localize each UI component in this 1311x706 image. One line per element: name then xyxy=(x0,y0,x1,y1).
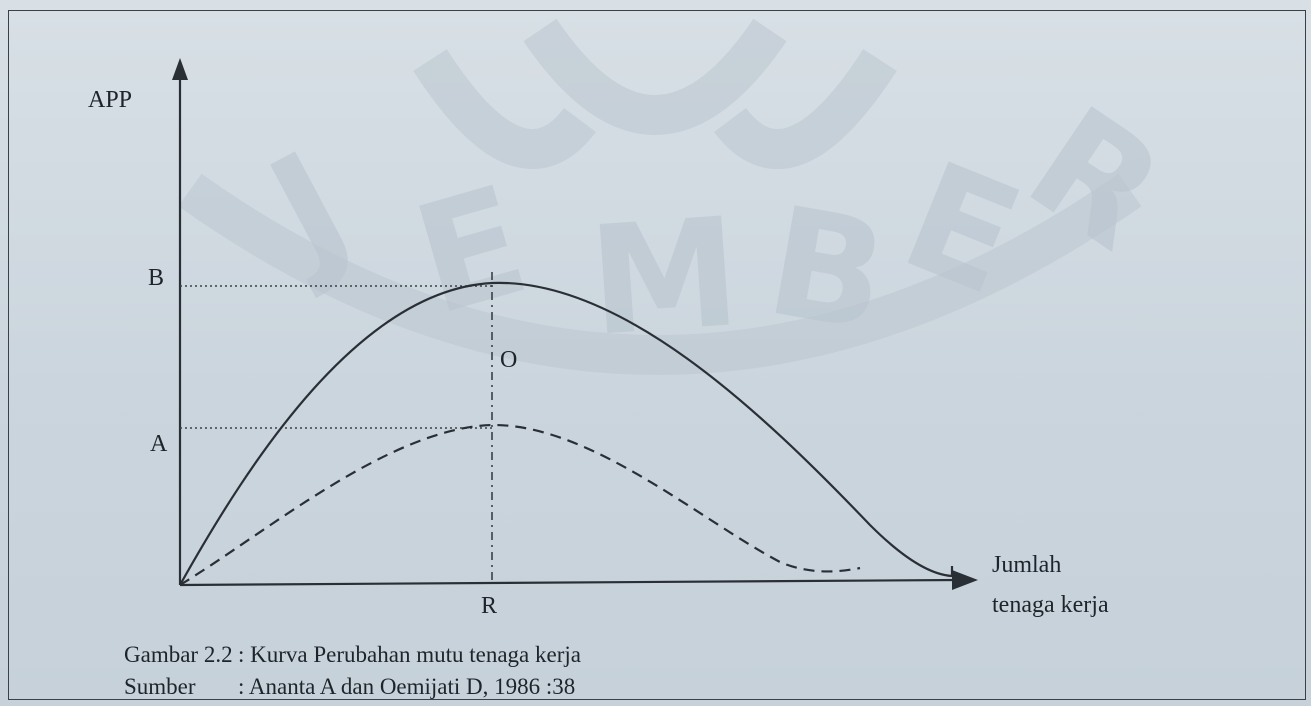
source-caption: Sumber : Ananta A dan Oemijati D, 1986 :3… xyxy=(124,675,575,698)
x-axis-label-line2: tenaga kerja xyxy=(992,592,1109,618)
figure-caption-text: : Kurva Perubahan mutu tenaga kerja xyxy=(238,642,581,667)
x-mark-r: R xyxy=(481,593,498,619)
figure-caption: Gambar 2.2: Kurva Perubahan mutu tenaga … xyxy=(124,643,581,666)
figure-frame xyxy=(8,10,1306,700)
point-o-label: O xyxy=(500,347,518,373)
y-axis-label: APP xyxy=(88,87,133,113)
watermark-letter-3: M xyxy=(584,186,745,370)
x-axis xyxy=(179,578,959,587)
y-mark-a: A xyxy=(150,431,168,457)
source-caption-text: : Ananta A dan Oemijati D, 1986 :38 xyxy=(238,674,576,699)
source-caption-key: Sumber xyxy=(124,674,196,699)
curve-upper xyxy=(179,281,954,586)
x-axis-label-line1: Jumlah xyxy=(992,552,1062,578)
figure-caption-key: Gambar 2.2 xyxy=(124,642,233,667)
curve-lower xyxy=(179,423,861,586)
x-axis-arrowhead-icon xyxy=(952,570,978,590)
y-axis-arrowhead-icon xyxy=(172,58,188,80)
watermark-logo-icon xyxy=(178,18,1142,375)
y-mark-b: B xyxy=(148,265,165,291)
